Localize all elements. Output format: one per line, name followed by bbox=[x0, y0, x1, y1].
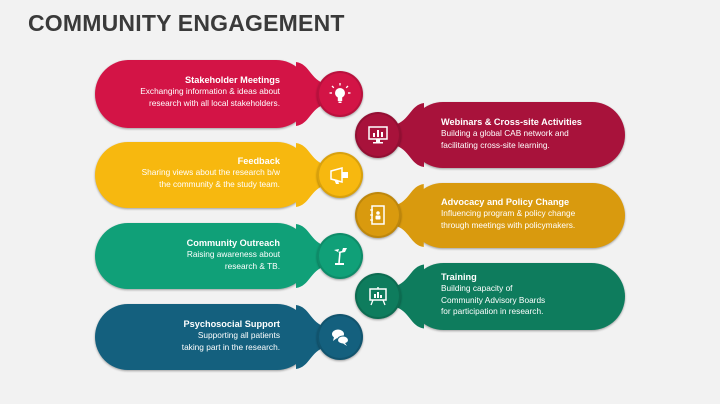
card-text: Training Building capacity of Community … bbox=[441, 271, 616, 318]
card-pill bbox=[410, 102, 625, 168]
card-text: Feedback Sharing views about the researc… bbox=[105, 155, 280, 190]
card-pill bbox=[410, 183, 625, 248]
card-description-line: facilitating cross-site learning. bbox=[441, 139, 550, 150]
card-description-line: Building a global CAB network and bbox=[441, 128, 569, 138]
card-text: Advocacy and Policy Change Influencing p… bbox=[441, 196, 616, 231]
connector-neck bbox=[296, 62, 326, 126]
card-description-line: research with all local stakeholders. bbox=[149, 97, 280, 108]
card-heading: Stakeholder Meetings bbox=[185, 75, 280, 85]
connector-neck bbox=[296, 143, 326, 207]
connector-neck bbox=[394, 184, 424, 247]
card-pill bbox=[95, 304, 310, 370]
card-description-line: through meetings with policymakers. bbox=[441, 219, 576, 230]
card-text: Webinars & Cross-site Activities Buildin… bbox=[441, 116, 616, 151]
card-description-line: taking part in the research. bbox=[181, 341, 280, 352]
card-description-line: Supporting all patients bbox=[197, 330, 280, 340]
connector-neck bbox=[296, 305, 326, 369]
card-description-line: Building capacity of bbox=[441, 283, 513, 293]
connector-neck bbox=[394, 264, 424, 329]
card-heading: Advocacy and Policy Change bbox=[441, 197, 570, 207]
flag-icon bbox=[317, 233, 363, 279]
card-heading: Psychosocial Support bbox=[183, 319, 281, 329]
card-description-line: for participation in research. bbox=[441, 306, 544, 316]
megaphone-icon bbox=[317, 152, 363, 198]
presentation-board-icon bbox=[355, 273, 401, 319]
card-description-line: Exchanging information & ideas about bbox=[140, 86, 280, 96]
card-description-line: research & TB. bbox=[224, 260, 280, 271]
chat-bubbles-icon bbox=[317, 314, 363, 360]
card-heading: Community Outreach bbox=[186, 238, 280, 248]
card-text: Stakeholder Meetings Exchanging informat… bbox=[105, 74, 280, 109]
card-description-line: Influencing program & policy change bbox=[441, 208, 576, 218]
card-pill bbox=[95, 223, 310, 289]
page-title: COMMUNITY ENGAGEMENT bbox=[28, 10, 345, 36]
lightbulb-icon bbox=[317, 71, 363, 117]
card-text: Community Outreach Raising awareness abo… bbox=[105, 237, 280, 272]
card-pill bbox=[410, 263, 625, 330]
notebook-icon bbox=[355, 192, 401, 238]
monitor-chart-icon bbox=[355, 112, 401, 158]
card-pill bbox=[95, 60, 310, 128]
card-heading: Webinars & Cross-site Activities bbox=[441, 117, 582, 127]
card-pill bbox=[95, 142, 310, 208]
card-heading: Training bbox=[441, 272, 477, 282]
connector-neck bbox=[394, 103, 424, 167]
card-heading: Feedback bbox=[237, 156, 280, 166]
card-description-line: the community & the study team. bbox=[159, 178, 280, 189]
card-text: Psychosocial Support Supporting all pati… bbox=[105, 318, 280, 353]
card-description-line: Sharing views about the research b/w bbox=[141, 167, 280, 177]
connector-neck bbox=[296, 224, 326, 288]
card-description-line: Community Advisory Boards bbox=[441, 294, 546, 305]
card-description-line: Raising awareness about bbox=[186, 249, 280, 259]
